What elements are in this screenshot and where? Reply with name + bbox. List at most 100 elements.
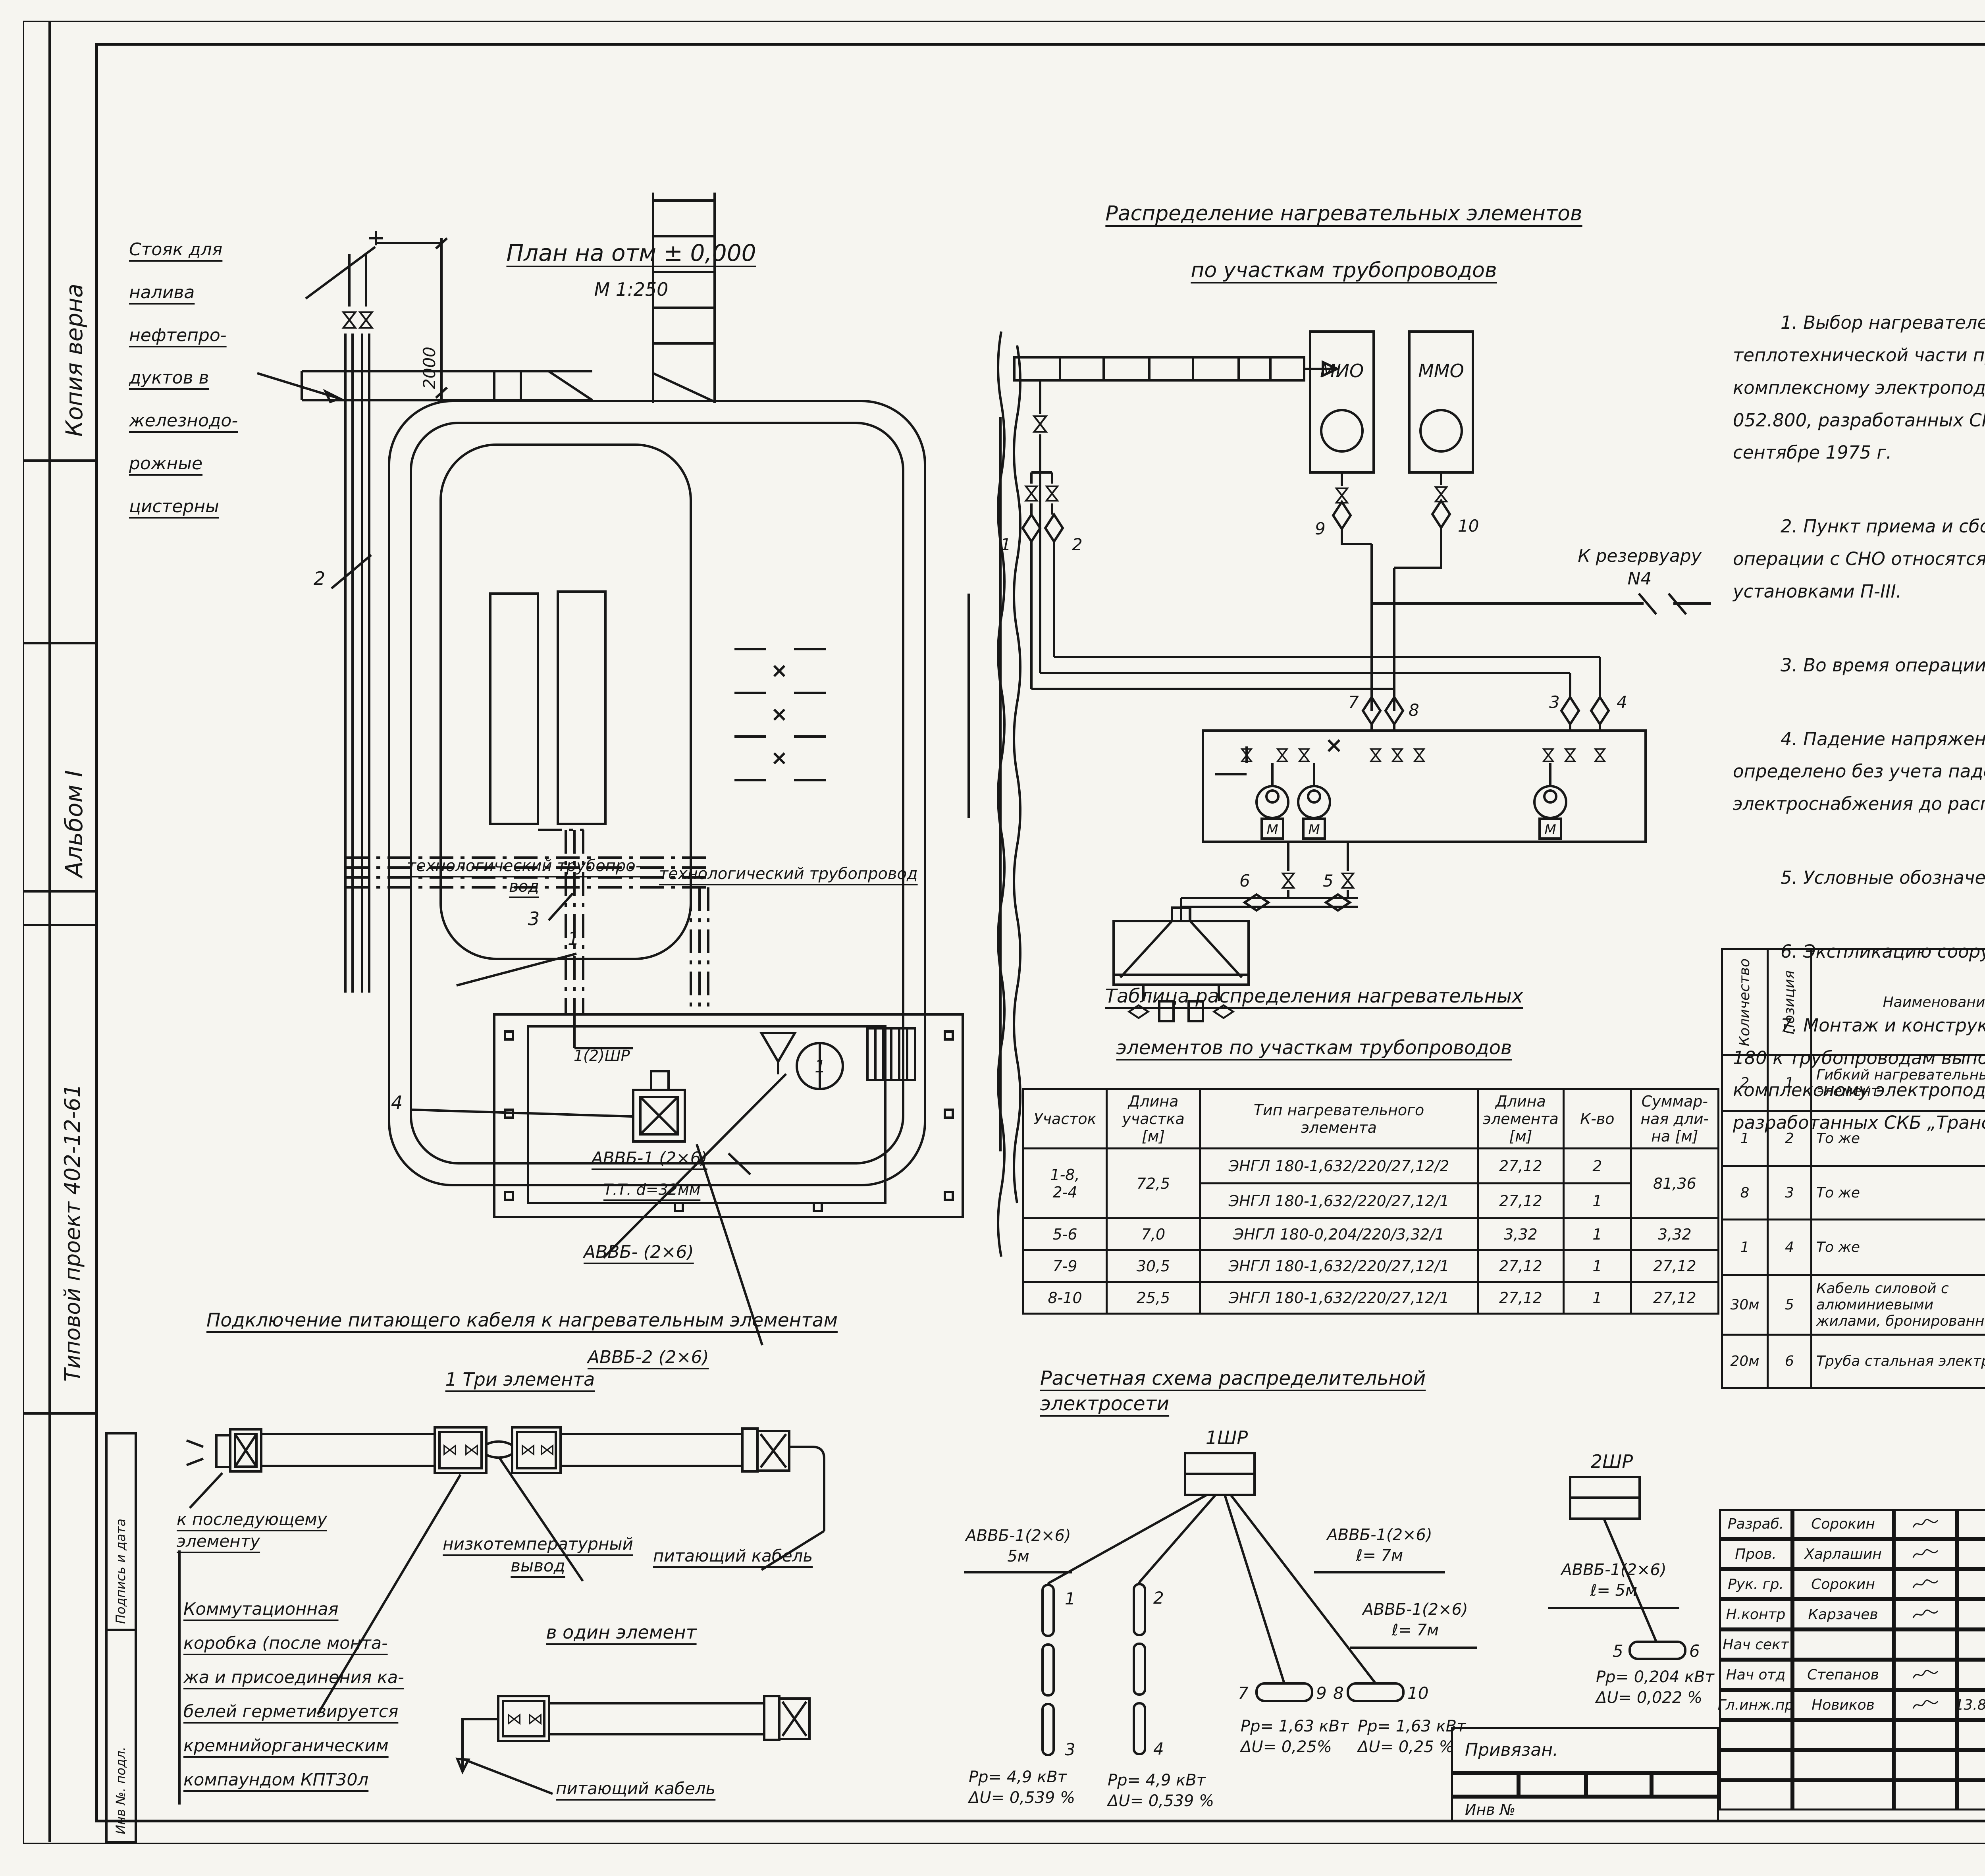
calc-panel2-label: 2ШР <box>1590 1451 1633 1472</box>
sig-role: Пров. <box>1719 1539 1792 1569</box>
spec-cell: Гибкий нагревательный элемент <box>1810 1054 1985 1112</box>
plan-pipe-label-right: технологический трубопровод <box>659 865 918 883</box>
table-row: 5-6 7,0 ЭНГЛ 180-0,204/220/3,32/1 3,32 1… <box>1022 1217 1719 1251</box>
plan-callout-4: 4 <box>391 1092 403 1113</box>
dist-cell: 7-9 <box>1022 1249 1108 1283</box>
plan-callout-3: 3 <box>528 908 540 929</box>
motor-label-1: М <box>1266 822 1278 838</box>
distribution-title-1: Распределение нагревательных элементов <box>1105 202 1582 226</box>
title-block: Разраб. Сорокин Пров. Харлашин Рук. гр. … <box>1718 1509 1985 1810</box>
reservoir-label: К резервуару N4 <box>1578 546 1702 589</box>
table-row: 8-10 25,5 ЭНГЛ 180-1,632/220/27,12/1 27,… <box>1022 1281 1719 1315</box>
calc-title: Расчетная схема распределительной электр… <box>1040 1367 1426 1415</box>
dist-cell: 3,32 <box>1630 1217 1719 1251</box>
spec-cell: 30м <box>1721 1274 1769 1336</box>
margin-project: Типовой проект 402-12-61 <box>60 1084 85 1382</box>
dist-cell: 7,0 <box>1106 1217 1201 1251</box>
spec-cell: 6 <box>1767 1334 1812 1389</box>
dist-th: Длина элемента [м] <box>1477 1088 1565 1149</box>
spec-cell: То же <box>1810 1110 1985 1168</box>
plan-pipe-note: Т.Т. d=32мм <box>603 1181 701 1198</box>
dist-cell: ЭНГЛ 180-1,632/220/27,12/1 <box>1199 1281 1479 1315</box>
empty-cell <box>1719 1750 1792 1780</box>
sig-role: Разраб. <box>1719 1509 1792 1539</box>
table-row: 7-9 30,5 ЭНГЛ 180-1,632/220/27,12/1 27,1… <box>1022 1249 1719 1283</box>
sig-name: Сорокин <box>1792 1509 1894 1539</box>
sig-date <box>1957 1660 1985 1690</box>
valve-num-4: 4 <box>1617 692 1627 712</box>
note-item: 4. Падение напряжения на участках распре… <box>1733 728 1985 815</box>
spec-cell: То же <box>1810 1219 1985 1276</box>
sig-autograph <box>1894 1660 1957 1690</box>
dist-table-title-2: элементов по участкам трубопроводов <box>1116 1037 1512 1059</box>
attachment-grid-cell <box>1586 1773 1652 1797</box>
attachment-grid-cell <box>1451 1773 1519 1797</box>
plan-cable2-label: АВВБ- (2×6) <box>584 1242 694 1262</box>
margin-copy-note: Копия верна <box>61 283 88 437</box>
sig-name: Сорокин <box>1792 1569 1894 1599</box>
sig-name: Новиков <box>1792 1690 1894 1720</box>
plan-scale: М 1:250 <box>594 279 669 300</box>
spec-cell: 2 <box>1767 1110 1812 1168</box>
empty-cell <box>1792 1780 1894 1810</box>
connection-box-label: Коммутационная коробка (после монта- жа … <box>183 1599 404 1790</box>
empty-cell <box>1719 1780 1792 1810</box>
distribution-table: Участок Длина участка [м] Тип нагревател… <box>1022 1088 1719 1315</box>
empty-cell <box>1894 1720 1957 1750</box>
calc-node-6: 6 <box>1689 1641 1700 1661</box>
drawing-frame <box>95 43 1985 1822</box>
calc-node-4: 4 <box>1153 1739 1164 1758</box>
table-row: 1-8, 2-4 72,5 ЭНГЛ 180-1,632/220/27,12/2… <box>1022 1147 1719 1219</box>
connection-sub2: в один элемент <box>546 1621 697 1643</box>
spec-cell: 5 <box>1767 1274 1812 1336</box>
spec-th: Наименование <box>1810 948 1985 1057</box>
plan-cable1-label: АВВБ-1 (2×6) <box>592 1148 707 1168</box>
dist-cell: 27,12 <box>1630 1281 1719 1315</box>
valve-num-2: 2 <box>1072 535 1083 554</box>
dist-cell: ЭНГЛ 180-1,632/220/27,12/1 <box>1199 1182 1479 1219</box>
spec-cell: 1 <box>1721 1110 1769 1168</box>
dist-cell: 1 <box>1562 1182 1632 1219</box>
dist-cell: 30,5 <box>1106 1249 1201 1283</box>
empty-cell <box>1792 1750 1894 1780</box>
valve-num-6: 6 <box>1239 871 1250 891</box>
mmo-box-label: ММО <box>1418 360 1464 382</box>
sig-date <box>1957 1599 1985 1629</box>
plan-cable3-label: АВВБ-2 (2×6) <box>588 1347 709 1367</box>
note-item: 1. Выбор нагревателей, способа прокладки… <box>1733 312 1985 463</box>
plan-title: План на отм ± 0,000 <box>506 239 756 266</box>
empty-cell <box>1957 1750 1985 1780</box>
valve-num-1: 1 <box>1000 535 1011 554</box>
dist-th: Суммар- ная дли- на [м] <box>1630 1088 1719 1149</box>
dist-th: К-во <box>1562 1088 1632 1149</box>
spec-cell: 1 <box>1767 1054 1812 1112</box>
dist-cell: 72,5 <box>1106 1147 1201 1219</box>
connection-cable-label: питающий кабель <box>653 1546 813 1566</box>
calc-cable2-label: АВВБ-1(2×6) ℓ= 7м <box>1327 1526 1432 1565</box>
signature-scribble <box>1912 1519 1939 1528</box>
dist-table-title-1: Таблица распределения нагревательных <box>1105 985 1523 1007</box>
mio-box-label: МИО <box>1320 360 1364 382</box>
sig-name: Харлашин <box>1792 1539 1894 1569</box>
margin-stamp-signdate: Подпись и дата <box>113 1518 128 1624</box>
sig-date <box>1957 1509 1985 1539</box>
plan-callout-2: 2 <box>314 568 326 589</box>
signature-scribble <box>1912 1579 1939 1588</box>
motor-label-2: М <box>1308 822 1320 838</box>
connection-lowtemp-label: низкотемпературный вывод <box>443 1534 633 1575</box>
table-row: ЭНГЛ 180-1,632/220/27,12/1 27,12 1 <box>1023 1182 1719 1219</box>
attachment-grid-cell <box>1652 1773 1719 1797</box>
spec-cell: Труба стальная электросварная <box>1810 1334 1985 1389</box>
attachment-grid-cell <box>1519 1773 1586 1797</box>
signature-scribble <box>1912 1549 1939 1558</box>
motor-label-3: М <box>1544 822 1556 838</box>
dist-th: Длина участка [м] <box>1106 1088 1201 1149</box>
spec-th: Позиция <box>1767 948 1812 1057</box>
plan-riser-label: Стояк для налива нефтепро- дуктов в желе… <box>129 239 238 517</box>
dist-cell: 1 <box>1562 1249 1632 1283</box>
sig-date <box>1957 1539 1985 1569</box>
inventory-number-cell: Инв № <box>1451 1797 1719 1822</box>
plan-pipe-label-left: технологический трубопро- вод <box>407 857 642 896</box>
calc-cable3-label: АВВБ-1(2×6) ℓ= 7м <box>1363 1600 1468 1639</box>
connection-sub1: 1 Три элемента <box>445 1369 595 1390</box>
